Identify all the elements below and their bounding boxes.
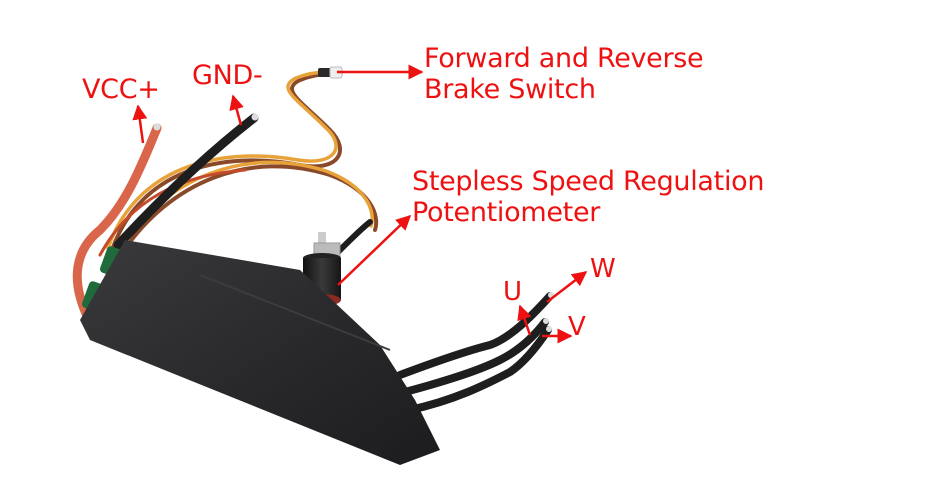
gnd-label: GND- <box>192 60 263 91</box>
phase-v-label: V <box>568 312 586 342</box>
gnd-arrow <box>229 94 244 126</box>
brake-switch-connector <box>318 66 343 79</box>
brake-switch-label-line1: Forward and Reverse <box>424 43 704 74</box>
potentiometer-label-line1: Stepless Speed Regulation <box>412 166 765 197</box>
brake-switch-label-line2: Brake Switch <box>424 74 596 105</box>
brake-switch-label: Forward and Reverse Brake Switch <box>424 43 704 105</box>
vcc-wire <box>72 123 162 323</box>
annotation-arrows <box>132 64 588 344</box>
potentiometer-label-line2: Potentiometer <box>412 197 601 228</box>
phase-u-arrow <box>517 304 532 336</box>
motor-phase-wires <box>396 292 554 414</box>
potentiometer-arrow <box>337 214 412 286</box>
vcc-label: VCC+ <box>82 74 160 105</box>
phase-w-label: W <box>590 254 616 284</box>
esc-body <box>80 240 440 465</box>
phase-w-arrow <box>546 271 588 303</box>
vcc-arrow <box>132 104 148 144</box>
esc-body-heatshrink-edge <box>199 274 391 351</box>
phase-u-label: U <box>503 277 522 307</box>
potentiometer-label: Stepless Speed Regulation Potentiometer <box>412 166 765 228</box>
gnd-wire <box>113 113 259 250</box>
